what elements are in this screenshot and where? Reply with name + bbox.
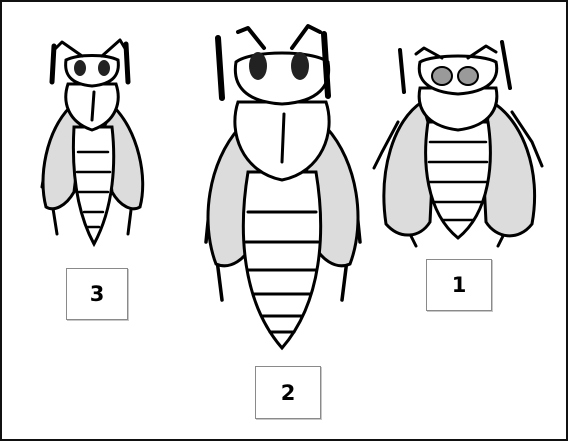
bee-1-drawing: [374, 42, 542, 246]
bee-3-right-eye: [98, 60, 110, 76]
bee-3-antenna: [102, 40, 126, 56]
label-3-text: 3: [90, 282, 105, 306]
bee-2-antenna: [238, 28, 264, 48]
bee-3-antenna: [54, 42, 82, 56]
label-2-text: 2: [281, 381, 296, 405]
bee-3-head: [66, 56, 119, 87]
bee-3-left-eye: [74, 60, 86, 76]
bee-3-drawing: [42, 40, 143, 244]
label-1-text: 1: [452, 273, 467, 297]
bee-1-left-eye: [432, 67, 452, 85]
bee-2-drawing: [206, 26, 360, 348]
bee-1-right-eye: [458, 67, 478, 85]
bee-2-right-eye: [291, 52, 309, 80]
bee-2-thorax-line: [282, 114, 284, 162]
bee-2-abdomen: [243, 172, 320, 348]
bee-3-thorax-line: [92, 92, 94, 120]
bee-1-antenna: [416, 48, 442, 58]
bee-2-head: [235, 53, 328, 104]
label-box-1: 1: [426, 259, 492, 311]
bee-2-antenna: [292, 26, 320, 48]
label-box-2: 2: [255, 366, 321, 419]
label-box-3: 3: [66, 268, 128, 320]
bee-2-left-eye: [249, 52, 267, 80]
